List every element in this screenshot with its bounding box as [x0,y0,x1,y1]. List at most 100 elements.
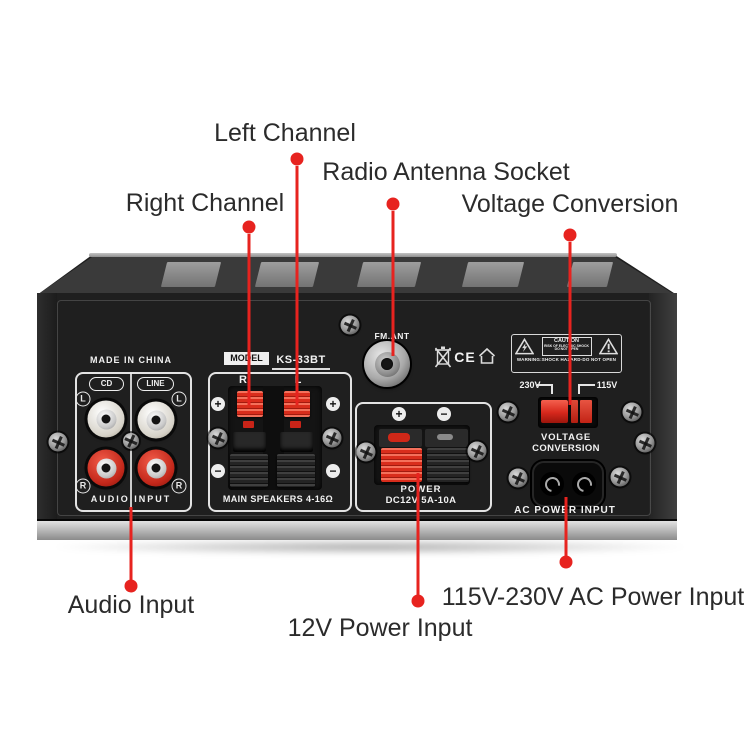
screw-icon [508,468,528,488]
lightning-triangle-icon [515,338,534,355]
ac-inlet-hole [572,472,596,496]
weee-bin-icon [434,346,452,368]
ac-power-line [564,497,568,557]
caution-line2: DO NOT OPEN [554,346,579,351]
vent-slot [461,262,525,287]
audio-input-callout: Audio Input [67,591,195,619]
model-badge: MODEL [224,352,269,365]
dc-rating-label: DC12V 5A-10A [385,495,457,506]
vent-slot [566,262,614,287]
plus-badge: + [326,397,340,411]
screw-icon [622,402,642,422]
screw-icon [467,441,487,461]
ce-mark: CE [454,349,476,365]
left-channel-dot [290,152,304,166]
voltage-conversion-dot [563,228,577,242]
rca-hole [101,463,111,473]
right-channel-line [247,234,251,405]
voltage-conversion-line [568,242,572,405]
left-channel-callout: Left Channel [214,119,356,147]
rca-jack-cd-right [87,449,125,487]
audio-input-dot [124,579,138,593]
v230-bracket [537,384,553,386]
screw-icon [356,442,376,462]
minus-badge: − [326,464,340,478]
caution-row: CAUTION RISK OF ELECTRIC SHOCK DO NOT OP… [512,335,621,356]
dc-power-line [416,473,420,596]
power-label: POWER [400,484,442,495]
speaker-r-label: R [239,374,247,386]
left-channel-letter: L [171,391,187,407]
antenna-socket [364,341,410,387]
screw-icon [123,433,139,449]
rca-hole [101,414,111,424]
rca-jack-cd-left [87,400,125,438]
right-channel-letter: R [75,478,91,494]
ac-inlet [532,461,604,507]
terminal-lever [290,421,301,428]
dc-power-callout: 12V Power Input [287,614,473,642]
warning-text: WARNING:SHOCK HAZARD-DO NOT OPEN [516,357,617,362]
ac-inlet-hole [540,472,564,496]
plus-badge: + [211,397,225,411]
rca-ring [96,409,116,429]
voltage-switch-strip [580,400,592,423]
speaker-terminal-black-clip [230,454,268,487]
model-number: KS-33BT [276,354,326,366]
rca-ring [146,458,166,478]
chassis-top-edge-highlight [89,253,617,257]
chassis-top-face [40,257,672,293]
floor-shadow [55,539,685,555]
plus-badge: + [392,407,406,421]
minus-badge: − [211,464,225,478]
exclamation-triangle-icon [599,338,618,355]
ac-pin-contact [541,473,563,495]
radio-antenna-callout: Radio Antenna Socket [322,158,570,186]
v115-bracket [578,384,580,394]
right-channel-letter: R [171,478,187,494]
chassis-left-side [37,293,57,523]
minus-badge: − [437,407,451,421]
rca-jack-line-left [137,401,175,439]
dc-terminal-black-lever [437,434,453,440]
caution-title: CAUTION [553,338,580,344]
voltage-conversion-callout: Voltage Conversion [461,190,679,218]
radio-antenna-line [391,211,395,356]
v230-bracket [551,384,553,394]
screw-icon [610,467,630,487]
v230-label: 230V [519,380,541,390]
model-underline [272,368,330,370]
rca-hole [151,463,161,473]
v115-bracket [580,384,595,386]
speaker-terminal-black-clamp [280,432,313,452]
screw-icon [635,433,655,453]
vent-slot [160,262,222,287]
radio-antenna-dot [386,197,400,211]
rca-ring [146,410,166,430]
terminal-lever [243,421,254,428]
voltage-label-line2: CONVERSION [532,443,600,454]
audio-input-panel-label: AUDIO INPUT [90,494,172,504]
main-speakers-label: MAIN SPEAKERS 4-16Ω [222,494,334,504]
dc-terminal-black-clip [427,448,469,482]
caution-line1: RISK OF ELECTRIC SHOCK [544,343,589,348]
screw-icon [340,315,360,335]
dc-terminal-red-clip [381,448,422,482]
rca-ring [96,458,116,478]
vent-slot [254,262,320,287]
caution-label: CAUTION RISK OF ELECTRIC SHOCK DO NOT OP… [511,334,622,373]
right-channel-callout: Right Channel [125,189,285,217]
cd-badge: CD [89,377,124,391]
ac-pin-contact [573,473,595,495]
speaker-terminal-black-clamp [233,432,266,452]
rca-hole [151,415,161,425]
rca-jack-line-right [137,449,175,487]
dc-terminal-red-lever [388,433,410,442]
audio-input-box [75,372,192,512]
screw-icon [498,402,518,422]
left-channel-letter: L [75,391,91,407]
screw-icon [208,428,228,448]
made-in-china-label: MADE IN CHINA [90,355,172,365]
dc-power-box [355,402,492,512]
